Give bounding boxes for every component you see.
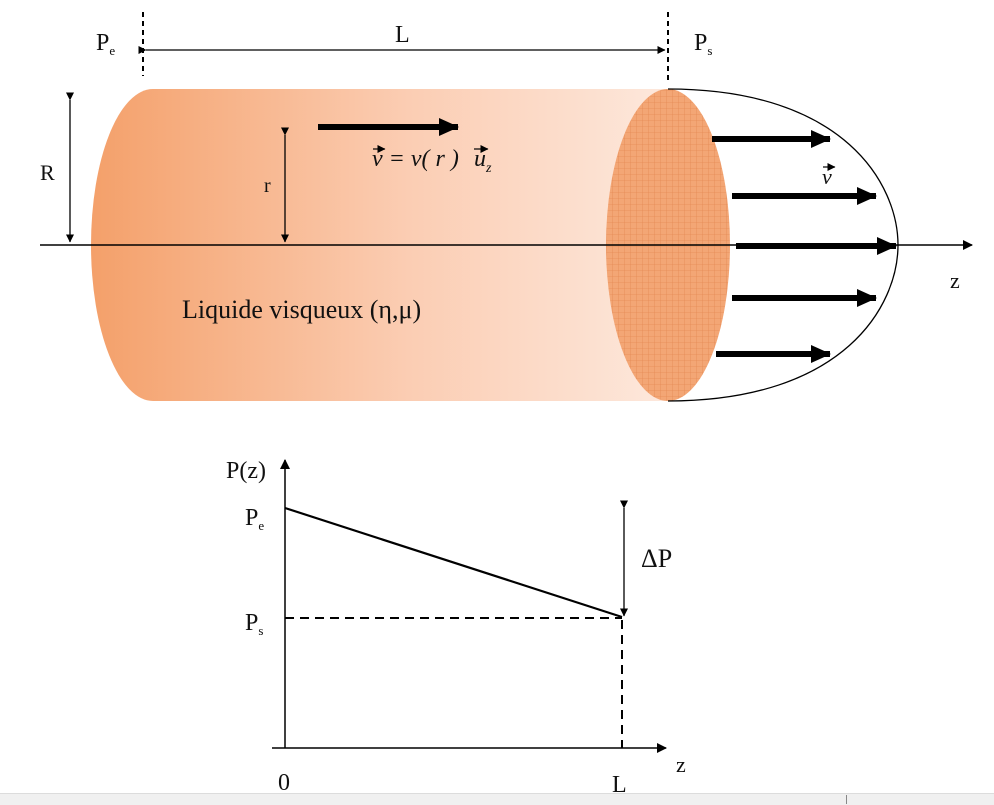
window-strip-divider <box>846 795 847 804</box>
length-label: L <box>395 22 410 48</box>
svg-text:v = v( r ): v = v( r ) <box>372 146 459 172</box>
velocity-equation: v = v( r ) uz <box>372 145 492 176</box>
graph-pe-label: Pe <box>245 505 264 533</box>
svg-text:v: v <box>822 164 832 189</box>
exit-pressure-label: Ps <box>694 30 712 58</box>
graph-x-axis-label: z <box>676 752 686 777</box>
pressure-graph: P(z) z ΔP Pe Ps 0 L <box>226 458 686 798</box>
radius-R-label: R <box>40 160 55 185</box>
delta-p-label: ΔP <box>641 544 672 573</box>
graph-tick-L: L <box>612 772 627 798</box>
z-axis-label: z <box>950 268 960 293</box>
svg-text:uz: uz <box>474 146 492 176</box>
velocity-arrows <box>712 130 897 363</box>
pressure-line <box>284 506 623 619</box>
entry-pressure-label: Pe <box>96 30 115 58</box>
tube-figure: z L Pe Ps R r v = v( r ) u <box>40 12 973 402</box>
radius-r-label: r <box>264 175 271 197</box>
graph-tick-zero: 0 <box>278 770 290 796</box>
window-bottom-strip <box>0 793 994 805</box>
graph-y-axis-label: P(z) <box>226 458 266 484</box>
graph-ps-label: Ps <box>245 610 263 638</box>
profile-velocity-label: v <box>822 163 836 189</box>
liquid-label: Liquide visqueux (η,μ) <box>182 295 421 324</box>
